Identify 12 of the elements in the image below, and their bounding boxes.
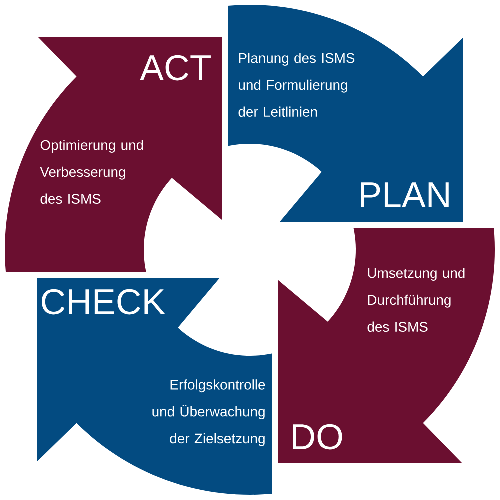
arrow-shape [278,228,495,463]
description: Optimierung und Verbesserung des ISMS [40,140,144,204]
description: Erfolgskontrolle und Überwachung der Zielsetzung [152,380,266,446]
arrow-shape [228,5,463,222]
description: Umsetzung und Durchführung des ISMS [368,268,465,332]
arrow-shape [5,37,222,272]
arrow-shape [37,278,272,495]
heading: DO [293,424,342,450]
heading: ACT [140,55,211,81]
heading: CHECK [42,289,166,315]
heading: PLAN [361,182,449,208]
description: Planung des ISMS und Formulierung der Leitlinien [238,52,355,118]
